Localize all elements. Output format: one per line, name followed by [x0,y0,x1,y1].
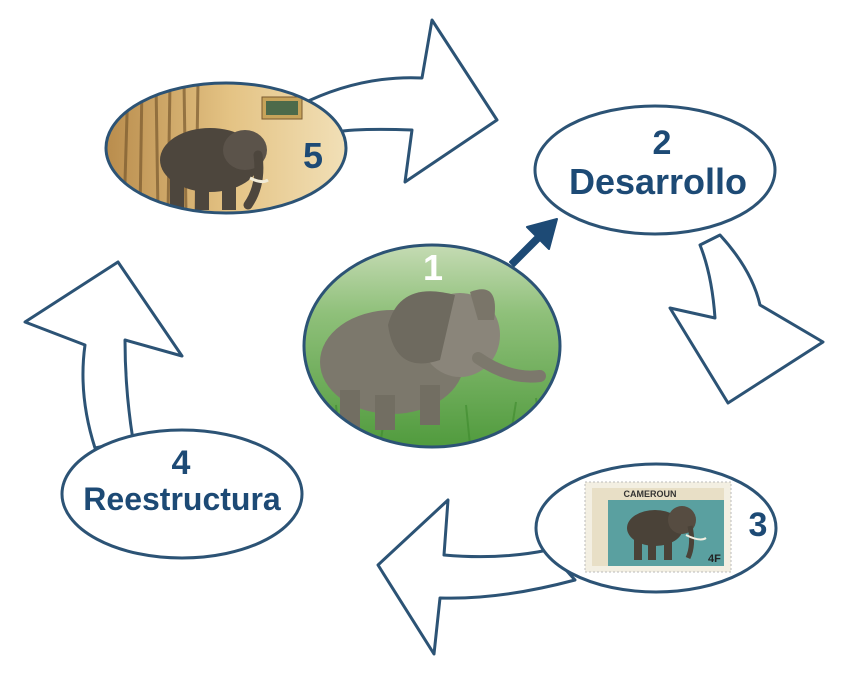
arrow-2-to-3 [668,233,825,405]
node-3: CAMEROUN 4F 3 [534,462,778,594]
node-4-label: Reestructura [83,481,281,517]
elephant-postage-stamp: CAMEROUN 4F [584,481,732,573]
arrow-3-to-4 [376,498,577,656]
stamp-country: CAMEROUN [624,489,677,499]
node-5-number: 5 [303,135,323,176]
arrow-1-to-2 [509,218,558,267]
arrow-4-to-5 [23,260,184,450]
node-2: 2 Desarrollo [533,104,777,236]
node-5: 5 [104,81,348,215]
stamp-value: 4F [708,553,721,565]
adult-elephant-painting [106,83,346,213]
node-2-label: Desarrollo [569,161,747,202]
arrow-5-to-2 [298,18,499,184]
node-3-number: 3 [749,506,768,544]
node-1-number: 1 [423,247,443,288]
node-4-number: 4 [172,444,191,482]
node-4: 4 Reestructura [60,428,304,560]
baby-elephant-photo [304,245,560,447]
node-2-number: 2 [653,124,672,162]
node-1: 1 [302,243,562,449]
